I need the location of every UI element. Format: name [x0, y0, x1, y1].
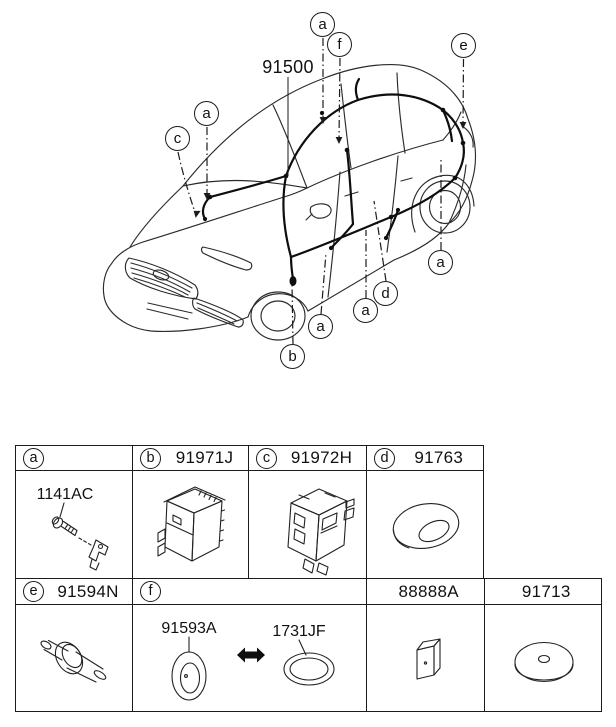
- cell-header-f: f: [132, 578, 366, 604]
- grommet-right-glyph: [283, 652, 335, 686]
- grommet-pair-icon: 91593A 1731JF: [161, 620, 335, 701]
- swap-arrow-icon: [237, 647, 265, 663]
- letter-badge-b: b: [140, 447, 161, 469]
- front-wheel: [250, 291, 306, 341]
- callout-e: e: [451, 33, 476, 58]
- cell-content-c: [248, 470, 366, 578]
- part-number-d: 91763: [414, 448, 464, 467]
- callout-a-3: a: [428, 250, 453, 275]
- cell-header-e: e 91594N: [15, 578, 132, 604]
- grommet-right-label: 1731JF: [272, 623, 326, 640]
- cell-header-91713: 91713: [483, 578, 602, 604]
- callout-d: d: [373, 281, 398, 306]
- cell-content-88888A: [366, 604, 484, 712]
- callout-a-5: a: [308, 314, 333, 339]
- relay-module-icon: [157, 486, 226, 562]
- grommet-left-label: 91593A: [161, 620, 216, 637]
- part-number-e: 91594N: [57, 581, 119, 601]
- part-number-label: 91500: [262, 57, 314, 77]
- bolt-and-clip-icon: 1141AC: [37, 486, 109, 571]
- parts-table: a b 91971J c 91972H d 91763 1141AC: [15, 445, 602, 712]
- cell-header-b: b 91971J: [132, 445, 248, 470]
- leader-lines: [177, 38, 467, 345]
- front-bumper-details: [146, 297, 244, 328]
- part-number-88888A: 88888A: [398, 581, 459, 601]
- round-grommet-icon: [513, 641, 574, 683]
- callout-b: b: [280, 344, 305, 369]
- car-illustration: [102, 38, 477, 345]
- boot-grommet-icon: [40, 639, 107, 683]
- callout-a-4: a: [353, 298, 378, 323]
- callout-a-2: a: [194, 101, 219, 126]
- cell-content-a: 1141AC: [15, 470, 132, 578]
- grommet-left-glyph: [171, 651, 207, 701]
- wiring-harness: [201, 77, 466, 286]
- letter-badge-e: e: [23, 581, 44, 602]
- letter-badge-c: c: [256, 447, 277, 469]
- cell-content-91713: [483, 604, 602, 712]
- bolt-label: 1141AC: [37, 486, 94, 503]
- callout-a-1: a: [310, 12, 335, 37]
- junction-box-icon: [287, 488, 355, 576]
- part-number-b: 91971J: [175, 448, 234, 467]
- clip-glyph: [88, 539, 109, 571]
- cell-header-d: d 91763: [366, 445, 484, 470]
- vehicle-wiring-diagram: 91500 a f e a c a d a a b: [102, 12, 477, 369]
- letter-badge-d: d: [374, 447, 395, 469]
- cell-content-f: 91593A 1731JF: [132, 604, 366, 712]
- callout-f: f: [327, 32, 352, 57]
- square-pad-icon: [416, 638, 441, 680]
- part-number-91713: 91713: [521, 581, 571, 601]
- cell-content-d: [366, 470, 484, 578]
- callout-c: c: [165, 126, 190, 151]
- cell-content-b: [132, 470, 248, 578]
- cell-header-88888A: 88888A: [366, 578, 484, 604]
- cell-header-c: c 91972H: [248, 445, 366, 470]
- letter-badge-a: a: [23, 447, 44, 469]
- headlight: [200, 246, 253, 271]
- front-grille: [124, 257, 199, 300]
- rear-wheel: [411, 174, 475, 234]
- cell-header-a: a: [15, 445, 132, 470]
- bolt-glyph: [51, 516, 78, 537]
- part-number-c: 91972H: [290, 448, 353, 467]
- car-body: [102, 63, 477, 332]
- oval-grommet-icon: [392, 503, 460, 549]
- letter-badge-f: f: [140, 581, 161, 602]
- cell-content-e: [15, 604, 132, 712]
